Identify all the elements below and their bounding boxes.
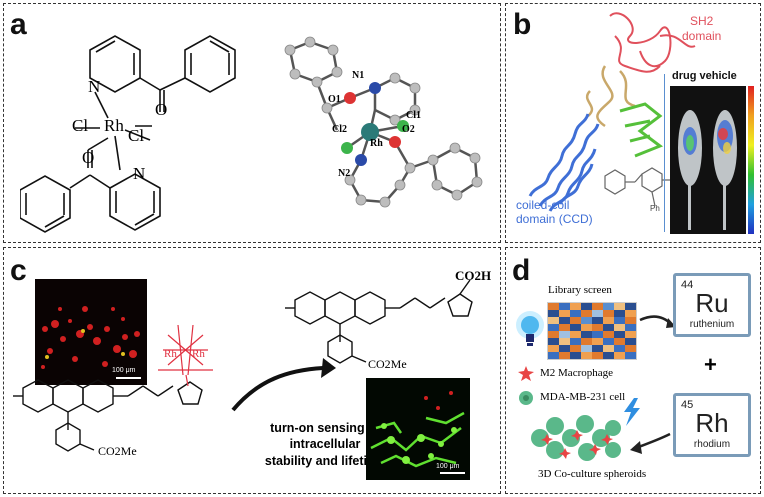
crystal-n1: N1 bbox=[352, 70, 365, 81]
ligand-ph-label: Ph bbox=[650, 204, 660, 213]
panel-d-label: d bbox=[512, 254, 531, 287]
crystal-structure bbox=[284, 36, 483, 208]
lightning-icon bbox=[624, 398, 640, 426]
confocal-image-green bbox=[366, 378, 470, 480]
rh-symbol: Rh bbox=[695, 408, 729, 438]
rhodium-tile: 45 Rh rhodium bbox=[673, 393, 751, 457]
library-screen-label: Library screen bbox=[548, 284, 612, 296]
imaging-divider bbox=[664, 74, 665, 232]
co2me-bottom-label: CO2Me bbox=[98, 444, 137, 458]
plus-sign: + bbox=[704, 352, 717, 377]
crystal-n2: N2 bbox=[338, 168, 351, 179]
o-top-label: O bbox=[155, 100, 168, 119]
cl-right-label: Cl bbox=[128, 126, 145, 145]
mda-cell-icon bbox=[519, 391, 533, 405]
imaging-header: drug vehicle bbox=[672, 70, 737, 82]
ru-symbol: Ru bbox=[695, 288, 729, 318]
spheroid-icon bbox=[531, 415, 621, 461]
rh-center-label: Rh bbox=[104, 116, 124, 135]
crystal-o1: O1 bbox=[328, 94, 341, 105]
legend-m2: M2 Macrophage bbox=[540, 367, 614, 379]
crystal-rh: Rh bbox=[370, 138, 383, 149]
scale-bar-top bbox=[116, 377, 141, 379]
lightbulb-icon bbox=[516, 311, 544, 346]
turn-on-arrow bbox=[231, 358, 336, 412]
legend-mda: MDA-MB-231 cell bbox=[540, 391, 626, 403]
sh2-domain-label: SH2 domain bbox=[682, 14, 722, 43]
panel-c bbox=[3, 247, 501, 494]
screen-to-ru-arrow bbox=[639, 315, 676, 328]
rh-complex-structure bbox=[20, 35, 236, 233]
scale-label-bottom: 100 μm bbox=[436, 463, 460, 470]
co2h-label: CO2H bbox=[455, 268, 492, 283]
co2me-top-label: CO2Me bbox=[368, 357, 407, 371]
ccd-label: coiled-coil domain (CCD) bbox=[516, 198, 593, 227]
scale-label-top: 100 μm bbox=[112, 367, 136, 374]
rh-a-label: Rh bbox=[164, 348, 177, 360]
ru-atomic-number: 44 bbox=[681, 279, 694, 291]
rh-b-label: Rh bbox=[192, 348, 205, 360]
panel-b bbox=[505, 3, 761, 243]
rh-name: rhodium bbox=[693, 439, 731, 450]
o-bottom-label: O bbox=[82, 148, 95, 167]
n-bottom-label: N bbox=[133, 164, 146, 183]
confocal-image-red bbox=[35, 279, 147, 385]
ru-name: ruthenium bbox=[689, 319, 735, 330]
crystal-cl1: Cl1 bbox=[406, 110, 421, 121]
m2-macrophage-icon bbox=[518, 366, 534, 381]
cl-left-label: Cl bbox=[72, 116, 89, 135]
scale-bar-bottom bbox=[440, 472, 465, 474]
panel-c-label: c bbox=[10, 254, 27, 287]
rh2-probe-structure bbox=[13, 324, 213, 452]
rh-atomic-number: 45 bbox=[681, 399, 694, 411]
mouse-images bbox=[678, 110, 737, 230]
n-top-label: N bbox=[88, 77, 101, 96]
panel-a bbox=[3, 3, 501, 243]
panel-d bbox=[505, 247, 761, 494]
crystal-cl2: Cl2 bbox=[332, 124, 347, 135]
intensity-colorbar bbox=[748, 86, 754, 234]
panel-b-label: b bbox=[513, 8, 532, 41]
fluorescein-product-structure bbox=[285, 279, 473, 364]
crystal-o2: O2 bbox=[402, 124, 415, 135]
panel-a-label: a bbox=[10, 8, 27, 41]
screen-heatmap bbox=[547, 302, 637, 360]
rh-to-spheroid-arrow bbox=[630, 432, 671, 454]
spheroids-label: 3D Co-culture spheroids bbox=[538, 468, 647, 480]
ruthenium-tile: 44 Ru ruthenium bbox=[673, 273, 751, 337]
